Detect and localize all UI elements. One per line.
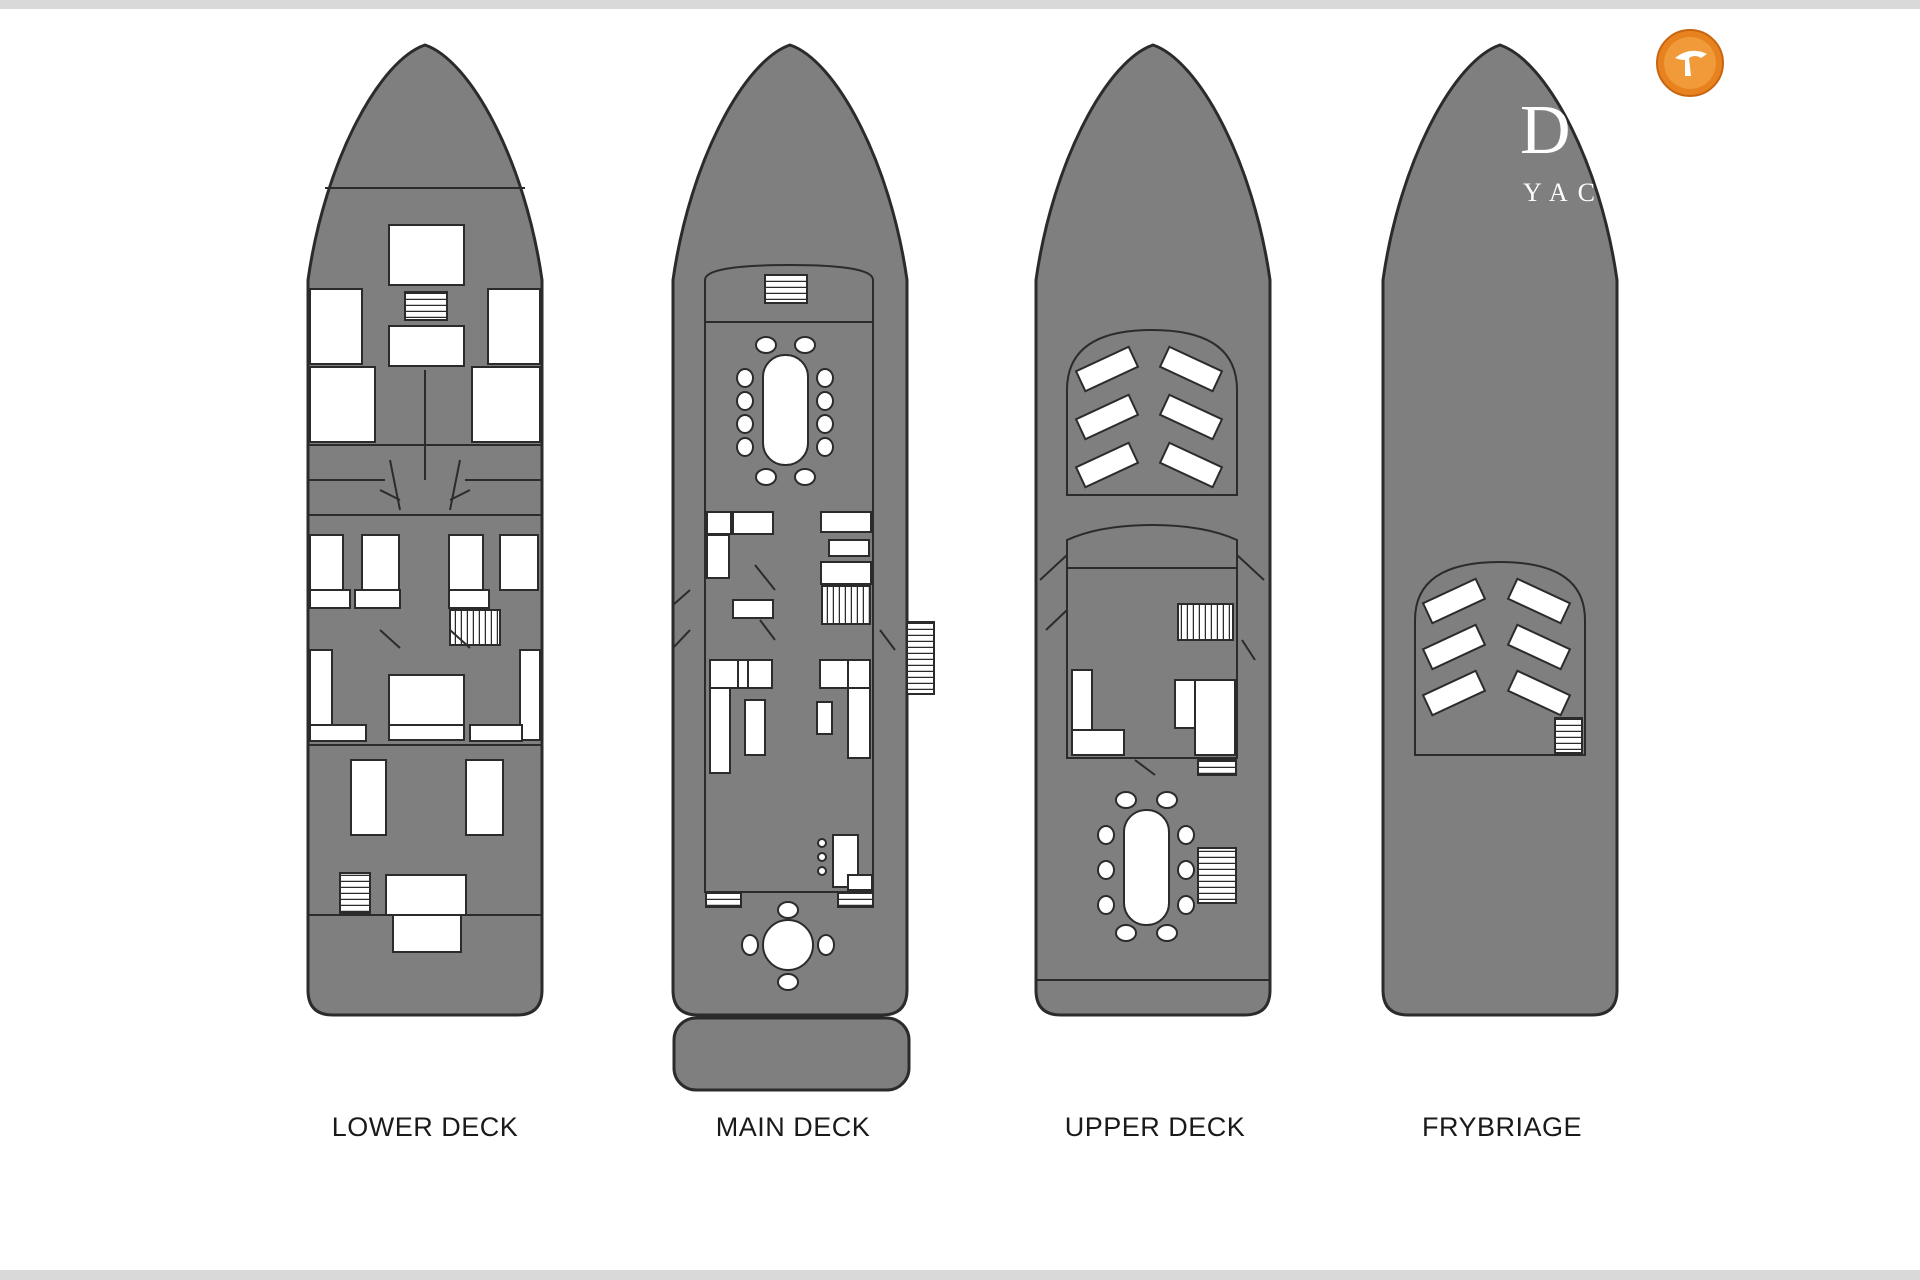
top-border [0,0,1920,9]
side-boarding-ladder [906,621,935,695]
stairs [404,291,448,321]
cabin-bed [487,288,541,365]
upper-deck-plan [1034,43,1272,1017]
salon-outline [704,263,874,322]
brand-logo-text: YAC [1523,178,1606,207]
lower-deck-plan [306,43,544,1017]
stairs [1197,759,1237,776]
stairs [1197,847,1237,904]
stairs [837,891,874,908]
flybridge-lounge [1414,560,1586,756]
spiral-stairs [1177,603,1234,641]
main-deck-label: MAIN DECK [715,1112,871,1142]
galley-stove [706,511,732,535]
swim-platform [672,1016,911,1092]
stairs [821,585,871,625]
crew-bed [385,874,467,916]
cabin-bed [471,366,541,443]
stairs [339,872,371,914]
twin-bed [499,534,539,591]
aft-round-table [762,919,814,971]
crew-bunk [465,759,504,836]
boat-sail-icon[interactable] [1655,28,1725,98]
twin-bed [309,534,344,591]
flybridge-hull [1381,43,1619,1017]
bottom-border [0,1270,1920,1280]
stairs [1554,717,1583,754]
stairs [705,891,742,908]
upper-deck-label: UPPER DECK [1064,1112,1246,1142]
dining-table [1123,809,1170,926]
flybridge-plan [1381,43,1619,1017]
dining-table [762,354,809,466]
forward-cabin-bed [388,224,465,286]
lower-deck-hull [306,43,544,1017]
lower-deck-label: LOWER DECK [331,1112,519,1142]
sun-deck-area [1066,328,1238,496]
brand-logo-letter: D [1520,92,1571,169]
twin-bed [448,534,484,591]
spiral-stairs [449,609,501,646]
cabin-bed [309,366,376,443]
main-deck-hull [671,43,909,1017]
twin-bed [361,534,400,591]
main-deck-plan [671,43,935,1092]
sunbed-group [1074,345,1224,489]
stairs [764,274,808,304]
flybridge-label: FRYBRIAGE [1421,1112,1583,1142]
cabin-bed [309,288,363,365]
crew-bunk [350,759,387,836]
